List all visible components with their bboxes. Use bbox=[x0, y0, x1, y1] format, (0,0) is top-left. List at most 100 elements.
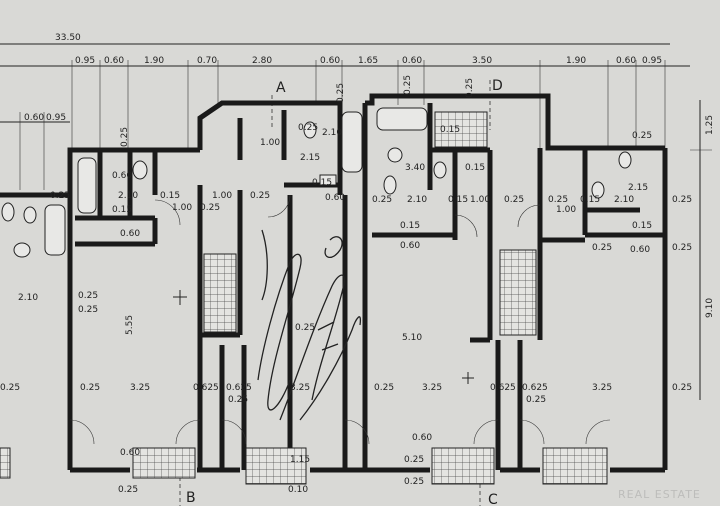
dim-label: 0.60 bbox=[412, 433, 432, 443]
dim-label: 1.00 bbox=[556, 205, 576, 215]
dim-label: 0.60 bbox=[400, 241, 420, 251]
dim-label: 2.15 bbox=[300, 153, 320, 163]
dim-label: 3.25 bbox=[130, 383, 150, 393]
dim-label: 0.60 bbox=[325, 193, 345, 203]
toilet bbox=[591, 181, 605, 199]
dim-label: 0.15 bbox=[440, 125, 460, 135]
toilet bbox=[23, 206, 37, 224]
dim-label: 1.15 bbox=[290, 455, 310, 465]
dim-label: 0.25 bbox=[632, 131, 652, 141]
dim-label: 0.15 bbox=[112, 205, 132, 215]
dim-label: 0.25 bbox=[404, 477, 424, 487]
section-markers: A D B C bbox=[179, 78, 503, 506]
fixtures bbox=[1, 107, 632, 258]
toilet bbox=[1, 202, 15, 222]
dim-label: 1.00 bbox=[260, 138, 280, 148]
toilet bbox=[132, 160, 148, 180]
dim-label: 0.25 bbox=[298, 123, 318, 133]
toilet bbox=[433, 161, 447, 179]
toilet bbox=[383, 175, 397, 195]
dim-label: 0.60 bbox=[120, 229, 140, 239]
dim-label: 2.10 bbox=[118, 191, 138, 201]
dim-label: 1.00 bbox=[470, 195, 490, 205]
dim-label: 0.60 bbox=[402, 56, 422, 66]
dim-label: 0.25 bbox=[465, 78, 475, 98]
section-mark-d: D bbox=[492, 78, 503, 94]
dim-label: 0.25 bbox=[78, 305, 98, 315]
dim-label: 0.25 bbox=[50, 191, 70, 201]
dim-label: 0.25 bbox=[295, 323, 315, 333]
bathtub bbox=[341, 111, 363, 173]
dim-label: 3.25 bbox=[422, 383, 442, 393]
dim-label: 0.15 bbox=[465, 163, 485, 173]
dim-label: 0.25 bbox=[0, 383, 20, 393]
dim-label: 2.10 bbox=[322, 128, 342, 138]
dim-label: 0.25 bbox=[336, 83, 346, 103]
sink bbox=[319, 174, 337, 186]
dim-label: 0.25 bbox=[118, 485, 138, 495]
dim-label: 0.25 bbox=[592, 243, 612, 253]
balcony-grille-4 bbox=[542, 447, 608, 485]
dim-label: 0.25 bbox=[80, 383, 100, 393]
dim-label: 0.25 bbox=[228, 395, 248, 405]
dim-label: 0.25 bbox=[504, 195, 524, 205]
exterior-walls bbox=[0, 93, 668, 473]
dim-label: 0.95 bbox=[75, 56, 95, 66]
dim-label: 0.60 bbox=[24, 113, 44, 123]
room-dimension-labels: 0.25 2.10 0.60 0.15 0.15 1.00 1.00 0.25 … bbox=[0, 75, 692, 495]
bathtub bbox=[376, 107, 428, 131]
stair-top bbox=[434, 111, 488, 148]
dim-label: 0.60 bbox=[112, 171, 132, 181]
dim-label: 0.25 bbox=[672, 243, 692, 253]
dim-label: 0.25 bbox=[200, 203, 220, 213]
dim-label: 0.25 bbox=[78, 291, 98, 301]
dim-label: 0.60 bbox=[616, 56, 636, 66]
dim-label: 0.25 bbox=[372, 195, 392, 205]
stairs bbox=[0, 111, 608, 485]
dim-label: 9.10 bbox=[705, 298, 715, 318]
dim-label: 0.25 bbox=[672, 383, 692, 393]
balcony-grille-1 bbox=[132, 447, 196, 479]
balcony-grille-2 bbox=[245, 447, 307, 485]
dim-label: 0.95 bbox=[642, 56, 662, 66]
dim-label: 0.25 bbox=[403, 75, 413, 95]
dim-label: 0.60 bbox=[630, 245, 650, 255]
dim-label: 1.90 bbox=[144, 56, 164, 66]
dim-label: 3.25 bbox=[592, 383, 612, 393]
dim-label: 2.10 bbox=[407, 195, 427, 205]
dim-label: 0.25 bbox=[526, 395, 546, 405]
dim-label: 1.25 bbox=[705, 115, 715, 135]
right-dimension: 1.25 9.10 bbox=[690, 100, 715, 400]
dim-label: 0.15 bbox=[632, 221, 652, 231]
dim-label: 0.25 bbox=[672, 195, 692, 205]
dim-label: 0.95 bbox=[46, 113, 66, 123]
stair-right bbox=[499, 249, 537, 336]
interior-walls bbox=[75, 103, 665, 470]
dim-label: 0.25 bbox=[404, 455, 424, 465]
dim-label: 0.625 bbox=[193, 383, 219, 393]
dim-label: 0.25 bbox=[120, 127, 130, 147]
dim-label: 0.625 bbox=[490, 383, 516, 393]
dim-label: 3.25 bbox=[290, 383, 310, 393]
dim-label: 0.25 bbox=[374, 383, 394, 393]
dim-label: 1.90 bbox=[566, 56, 586, 66]
dim-label: 0.15 bbox=[580, 195, 600, 205]
dim-label: 0.625 bbox=[226, 383, 252, 393]
section-mark-b: B bbox=[186, 490, 196, 506]
sink bbox=[387, 147, 403, 163]
sink bbox=[13, 242, 31, 258]
stair-left bbox=[203, 253, 237, 333]
door-swings bbox=[69, 194, 611, 445]
handwritten-signature bbox=[257, 229, 362, 421]
sink bbox=[618, 151, 632, 169]
balcony-grille-3 bbox=[431, 447, 495, 485]
dim-label: 3.50 bbox=[472, 56, 492, 66]
section-mark-a: A bbox=[276, 80, 286, 96]
top-dimension-labels: 0.95 0.60 1.90 0.70 2.80 0.60 1.65 0.60 … bbox=[24, 56, 662, 123]
dim-label: 2.10 bbox=[18, 293, 38, 303]
toilet bbox=[303, 121, 317, 139]
overall-width-label: 33.50 bbox=[55, 33, 81, 43]
plus-marks bbox=[173, 290, 474, 384]
dim-label: 3.40 bbox=[405, 163, 425, 173]
